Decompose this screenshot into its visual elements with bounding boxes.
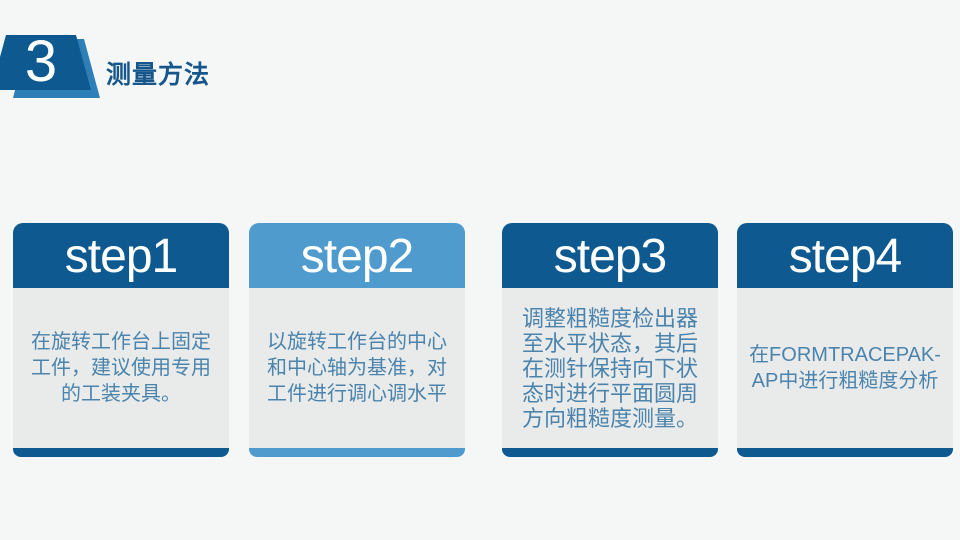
step-card-1-label: step1 — [64, 229, 178, 283]
step-card-1: step1 在旋转工作台上固定 工件，建议使用专用 的工装夹具。 — [13, 223, 229, 457]
step-card-4: step4 在FORMTRACEPAK- AP中进行粗糙度分析 — [737, 223, 953, 457]
step-card-2-text: 以旋转工作台的中心 和中心轴为基准，对 工件进行调心调水平 — [267, 331, 447, 405]
step-card-2-accent-bar — [249, 448, 465, 457]
step-card-3-accent-bar — [502, 448, 718, 457]
step-card-3-body: 调整粗糙度检出器 至水平状态，其后 在测针保持向下状 态时进行平面圆周 方向粗糙… — [502, 288, 718, 448]
step-card-4-text: 在FORMTRACEPAK- AP中进行粗糙度分析 — [749, 344, 941, 392]
step-card-2-body: 以旋转工作台的中心 和中心轴为基准，对 工件进行调心调水平 — [249, 288, 465, 448]
step-card-1-header: step1 — [13, 223, 229, 288]
step-card-3-header: step3 — [502, 223, 718, 288]
step-card-3: step3 调整粗糙度检出器 至水平状态，其后 在测针保持向下状 态时进行平面圆… — [502, 223, 718, 457]
step-card-2-label: step2 — [300, 229, 414, 283]
step-card-4-accent-bar — [737, 448, 953, 457]
section-number-badge: 3 — [0, 29, 100, 98]
section-title: 测量方法 — [106, 61, 211, 89]
step-card-2-header: step2 — [249, 223, 465, 288]
badge-front-shape — [0, 35, 91, 90]
step-card-3-label: step3 — [553, 229, 667, 283]
step-card-4-label: step4 — [788, 229, 902, 283]
step-card-2: step2 以旋转工作台的中心 和中心轴为基准，对 工件进行调心调水平 — [249, 223, 465, 457]
step-card-1-text: 在旋转工作台上固定 工件，建议使用专用 的工装夹具。 — [31, 331, 211, 405]
step-card-1-accent-bar — [13, 448, 229, 457]
step-card-1-body: 在旋转工作台上固定 工件，建议使用专用 的工装夹具。 — [13, 288, 229, 448]
steps-row: step1 在旋转工作台上固定 工件，建议使用专用 的工装夹具。 step2 以… — [0, 223, 960, 457]
step-card-4-header: step4 — [737, 223, 953, 288]
step-card-4-body: 在FORMTRACEPAK- AP中进行粗糙度分析 — [737, 288, 953, 448]
step-card-3-text: 调整粗糙度检出器 至水平状态，其后 在测针保持向下状 态时进行平面圆周 方向粗糙… — [521, 305, 698, 431]
section-number: 3 — [25, 29, 57, 94]
